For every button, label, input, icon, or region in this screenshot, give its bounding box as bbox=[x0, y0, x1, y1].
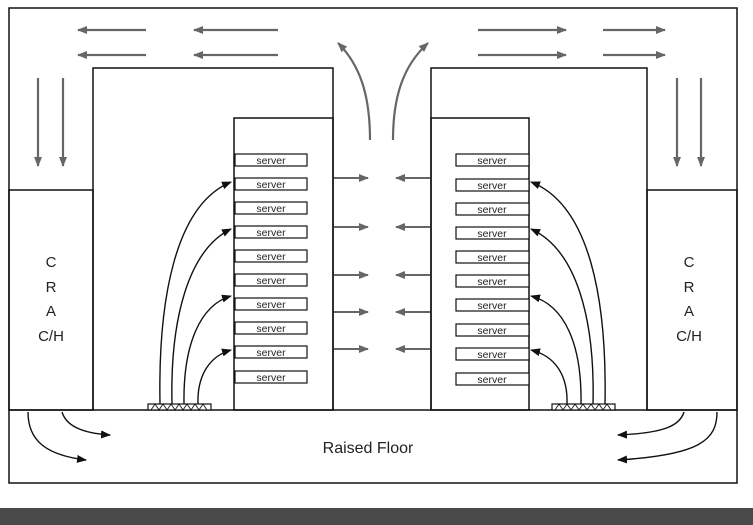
rack-left-servers: server server server server server serve… bbox=[234, 153, 308, 384]
svg-text:C: C bbox=[684, 254, 695, 271]
rack-right bbox=[430, 117, 530, 411]
svg-text:C/H: C/H bbox=[38, 328, 64, 345]
crac-unit-left bbox=[8, 189, 94, 411]
server-label: server bbox=[256, 155, 286, 167]
server-box bbox=[455, 153, 530, 167]
server-box bbox=[234, 297, 308, 311]
crac-label-left: C R A C/H bbox=[38, 254, 64, 345]
server-box bbox=[234, 201, 308, 215]
server-label: server bbox=[256, 372, 286, 384]
server-label: server bbox=[477, 204, 507, 216]
server-label: server bbox=[477, 374, 507, 386]
return-air-arrows-left bbox=[77, 26, 278, 59]
server-box bbox=[455, 298, 530, 312]
server-box bbox=[455, 250, 530, 264]
bottom-bar bbox=[0, 508, 753, 525]
crac-intake-arrows-left bbox=[34, 78, 67, 167]
server-label: server bbox=[256, 227, 286, 239]
server-box bbox=[455, 202, 530, 216]
server-box bbox=[234, 273, 308, 287]
svg-text:R: R bbox=[684, 279, 695, 296]
server-label: server bbox=[477, 155, 507, 167]
svg-text:R: R bbox=[46, 279, 57, 296]
server-exhaust-arrows-right bbox=[395, 174, 430, 353]
svg-text:C: C bbox=[46, 254, 57, 271]
svg-text:A: A bbox=[46, 303, 56, 320]
server-box bbox=[234, 370, 308, 384]
server-label: server bbox=[477, 300, 507, 312]
server-box bbox=[455, 226, 530, 240]
hot-aisle-exhaust-arrows bbox=[337, 42, 429, 141]
server-box bbox=[234, 153, 308, 167]
server-exhaust-arrows-left bbox=[334, 174, 369, 353]
crac-unit-right bbox=[646, 189, 738, 411]
server-label: server bbox=[256, 275, 286, 287]
rack-left bbox=[233, 117, 334, 411]
server-box bbox=[455, 323, 530, 337]
crac-intake-arrows-right bbox=[673, 78, 705, 167]
server-label: server bbox=[477, 276, 507, 288]
server-label: server bbox=[477, 349, 507, 361]
server-label: server bbox=[256, 179, 286, 191]
server-box bbox=[234, 345, 308, 359]
server-label: server bbox=[256, 299, 286, 311]
server-box bbox=[234, 249, 308, 263]
raised-floor-label: Raised Floor bbox=[323, 440, 414, 457]
server-box bbox=[455, 274, 530, 288]
server-label: server bbox=[256, 323, 286, 335]
floor-vent-left bbox=[147, 403, 212, 411]
underfloor-arrows-left bbox=[27, 411, 111, 463]
server-box bbox=[234, 225, 308, 239]
hood-left bbox=[92, 67, 334, 410]
crac-label-right: C R A C/H bbox=[676, 254, 702, 345]
server-label: server bbox=[256, 251, 286, 263]
server-box bbox=[455, 178, 530, 192]
server-label: server bbox=[256, 347, 286, 359]
underfloor-arrows-right bbox=[617, 411, 718, 464]
cold-air-supply-arrows-right bbox=[530, 181, 606, 405]
server-label: server bbox=[477, 180, 507, 192]
server-box bbox=[234, 321, 308, 335]
return-air-arrows-right bbox=[478, 26, 666, 59]
floor-vent-right bbox=[551, 403, 616, 411]
server-box bbox=[234, 177, 308, 191]
server-label: server bbox=[477, 325, 507, 337]
server-label: server bbox=[256, 203, 286, 215]
server-label: server bbox=[477, 228, 507, 240]
server-label: server bbox=[477, 252, 507, 264]
room-outline bbox=[8, 7, 738, 484]
cold-air-supply-arrows-left bbox=[159, 181, 232, 405]
rack-right-servers: server server server server server serve… bbox=[455, 153, 530, 386]
server-box bbox=[455, 372, 530, 386]
svg-text:C/H: C/H bbox=[676, 328, 702, 345]
svg-text:A: A bbox=[684, 303, 694, 320]
server-box bbox=[455, 347, 530, 361]
